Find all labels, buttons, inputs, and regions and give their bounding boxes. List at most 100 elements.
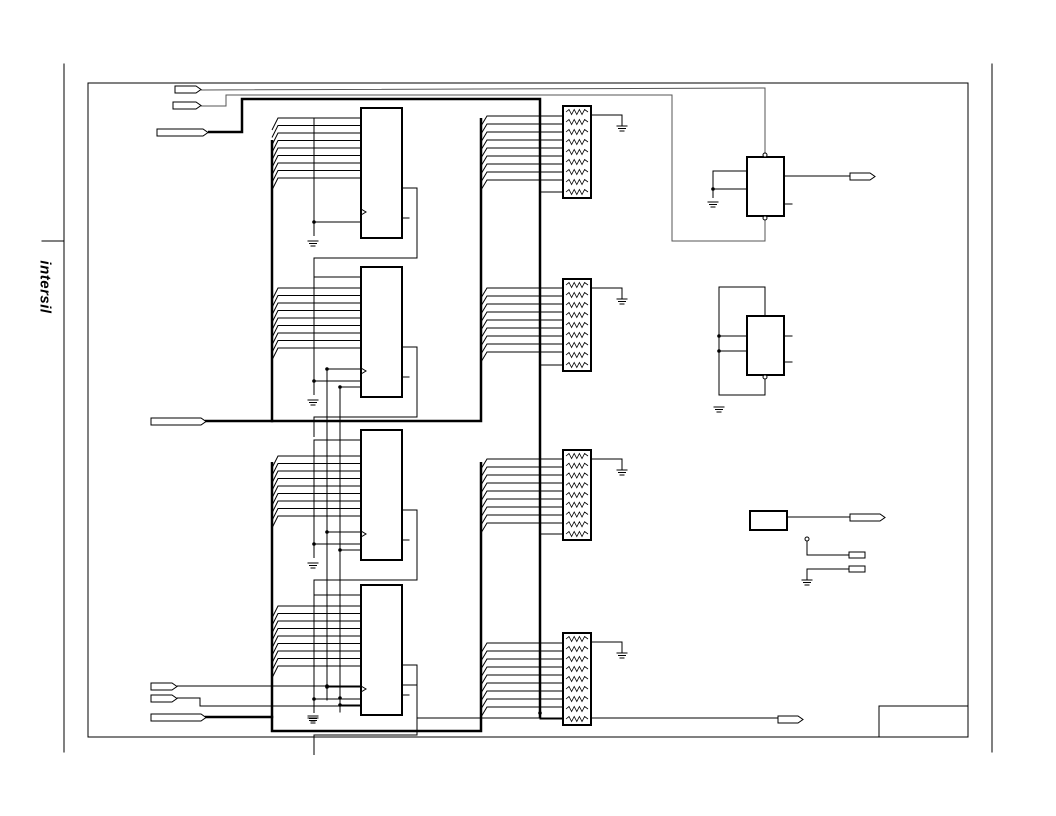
output-wire [480,287,566,299]
output-wire [480,506,566,518]
output-wire [480,351,566,363]
page-frame [41,63,993,753]
junction-dot [312,542,316,546]
ground-wire [806,568,849,580]
resistor-element [565,481,589,489]
bus-tap-wire [271,317,361,331]
resistor-element [565,361,589,369]
bus-tap-wire [271,132,361,146]
bus-tap-wire [271,665,361,679]
bus-tap-wire [271,140,361,153]
enable-wire [313,276,361,395]
resistor-element [565,645,589,653]
output-connector [849,172,876,181]
bus-tap-wire [271,478,361,491]
bus-tap-wire [271,170,361,183]
resistor-element [565,472,589,479]
bus-tap-wire [271,500,361,514]
data-bus [208,97,542,718]
enable-wire [313,117,361,236]
bus-tap-wire [271,125,361,138]
output-wire [480,650,566,662]
output-wire [480,131,566,143]
output-wire [480,171,566,183]
input-connector [150,682,178,691]
bus-tap-wire [271,295,361,308]
bus-tap-wire [271,635,361,649]
output-wire [480,295,566,307]
output-wire [480,319,566,331]
junction-dot [338,696,342,700]
junction-dot [538,711,542,715]
title-block [878,705,969,738]
bus-tap-wire [271,620,361,634]
resistor-element [565,108,589,116]
clock-marker [360,208,367,216]
pin-bubble [762,374,768,380]
bus-tap-wire [271,455,361,469]
bus-tap-wire [271,508,361,521]
pin-bubble [762,215,768,221]
resistor-element [565,178,589,186]
resistor-element [565,665,589,673]
resistor-element [565,281,589,289]
bus-tap-wire [271,162,361,176]
control-wire [313,187,418,278]
output-wire [480,139,566,151]
output-wire [480,474,566,486]
bus-lines [204,97,542,733]
oscillator-block [749,510,788,531]
resistor-element [565,705,589,713]
junction-dot [312,379,316,383]
resistor-element [565,675,589,683]
output-wire [402,684,778,719]
resistor-element [565,520,589,528]
junction-dot [717,334,721,338]
resistor-element [565,331,589,339]
enable-wire [313,439,361,558]
bus-tap-wire [271,470,361,484]
register-ic [360,266,403,398]
resistor-element [565,695,589,703]
common-wire [591,458,623,470]
resistor-element [565,511,589,518]
bus-tap-wire [271,287,361,301]
bus-tap-wire [271,177,361,191]
logic-ic [746,156,785,217]
output-connector [849,513,886,522]
resistor-element [565,321,589,329]
input-connector [172,101,202,110]
bus-tap-wire [271,332,361,346]
ground-terminal [848,565,866,573]
junction-dot [717,349,721,353]
common-wire [591,114,623,126]
output-wire [480,514,566,526]
resistor-element [565,491,589,499]
output-connector [777,715,804,724]
output-wire [480,303,566,315]
control-wire [313,509,418,600]
bus-tap-wire [271,643,361,656]
resistor-element [565,158,589,166]
output-wire [480,179,566,191]
output-wire [480,682,566,694]
resistor-element [565,655,589,663]
feedback-wire [718,286,766,396]
bus-tap-wire [271,515,361,529]
resistor-network [562,632,592,726]
output-wire [480,123,566,135]
input-wire [712,170,747,198]
resistor-element [565,462,589,470]
output-wire [480,658,566,670]
resistor-element [565,118,589,126]
output-wire [480,466,566,478]
junction-dot [312,220,316,224]
power-wire [806,541,849,556]
resistor-element [565,168,589,176]
clock-marker [360,530,367,538]
resistor-element [565,311,589,319]
output-wire [480,327,566,339]
components [307,105,813,726]
output-wire [480,343,566,355]
power-terminal [848,551,866,559]
